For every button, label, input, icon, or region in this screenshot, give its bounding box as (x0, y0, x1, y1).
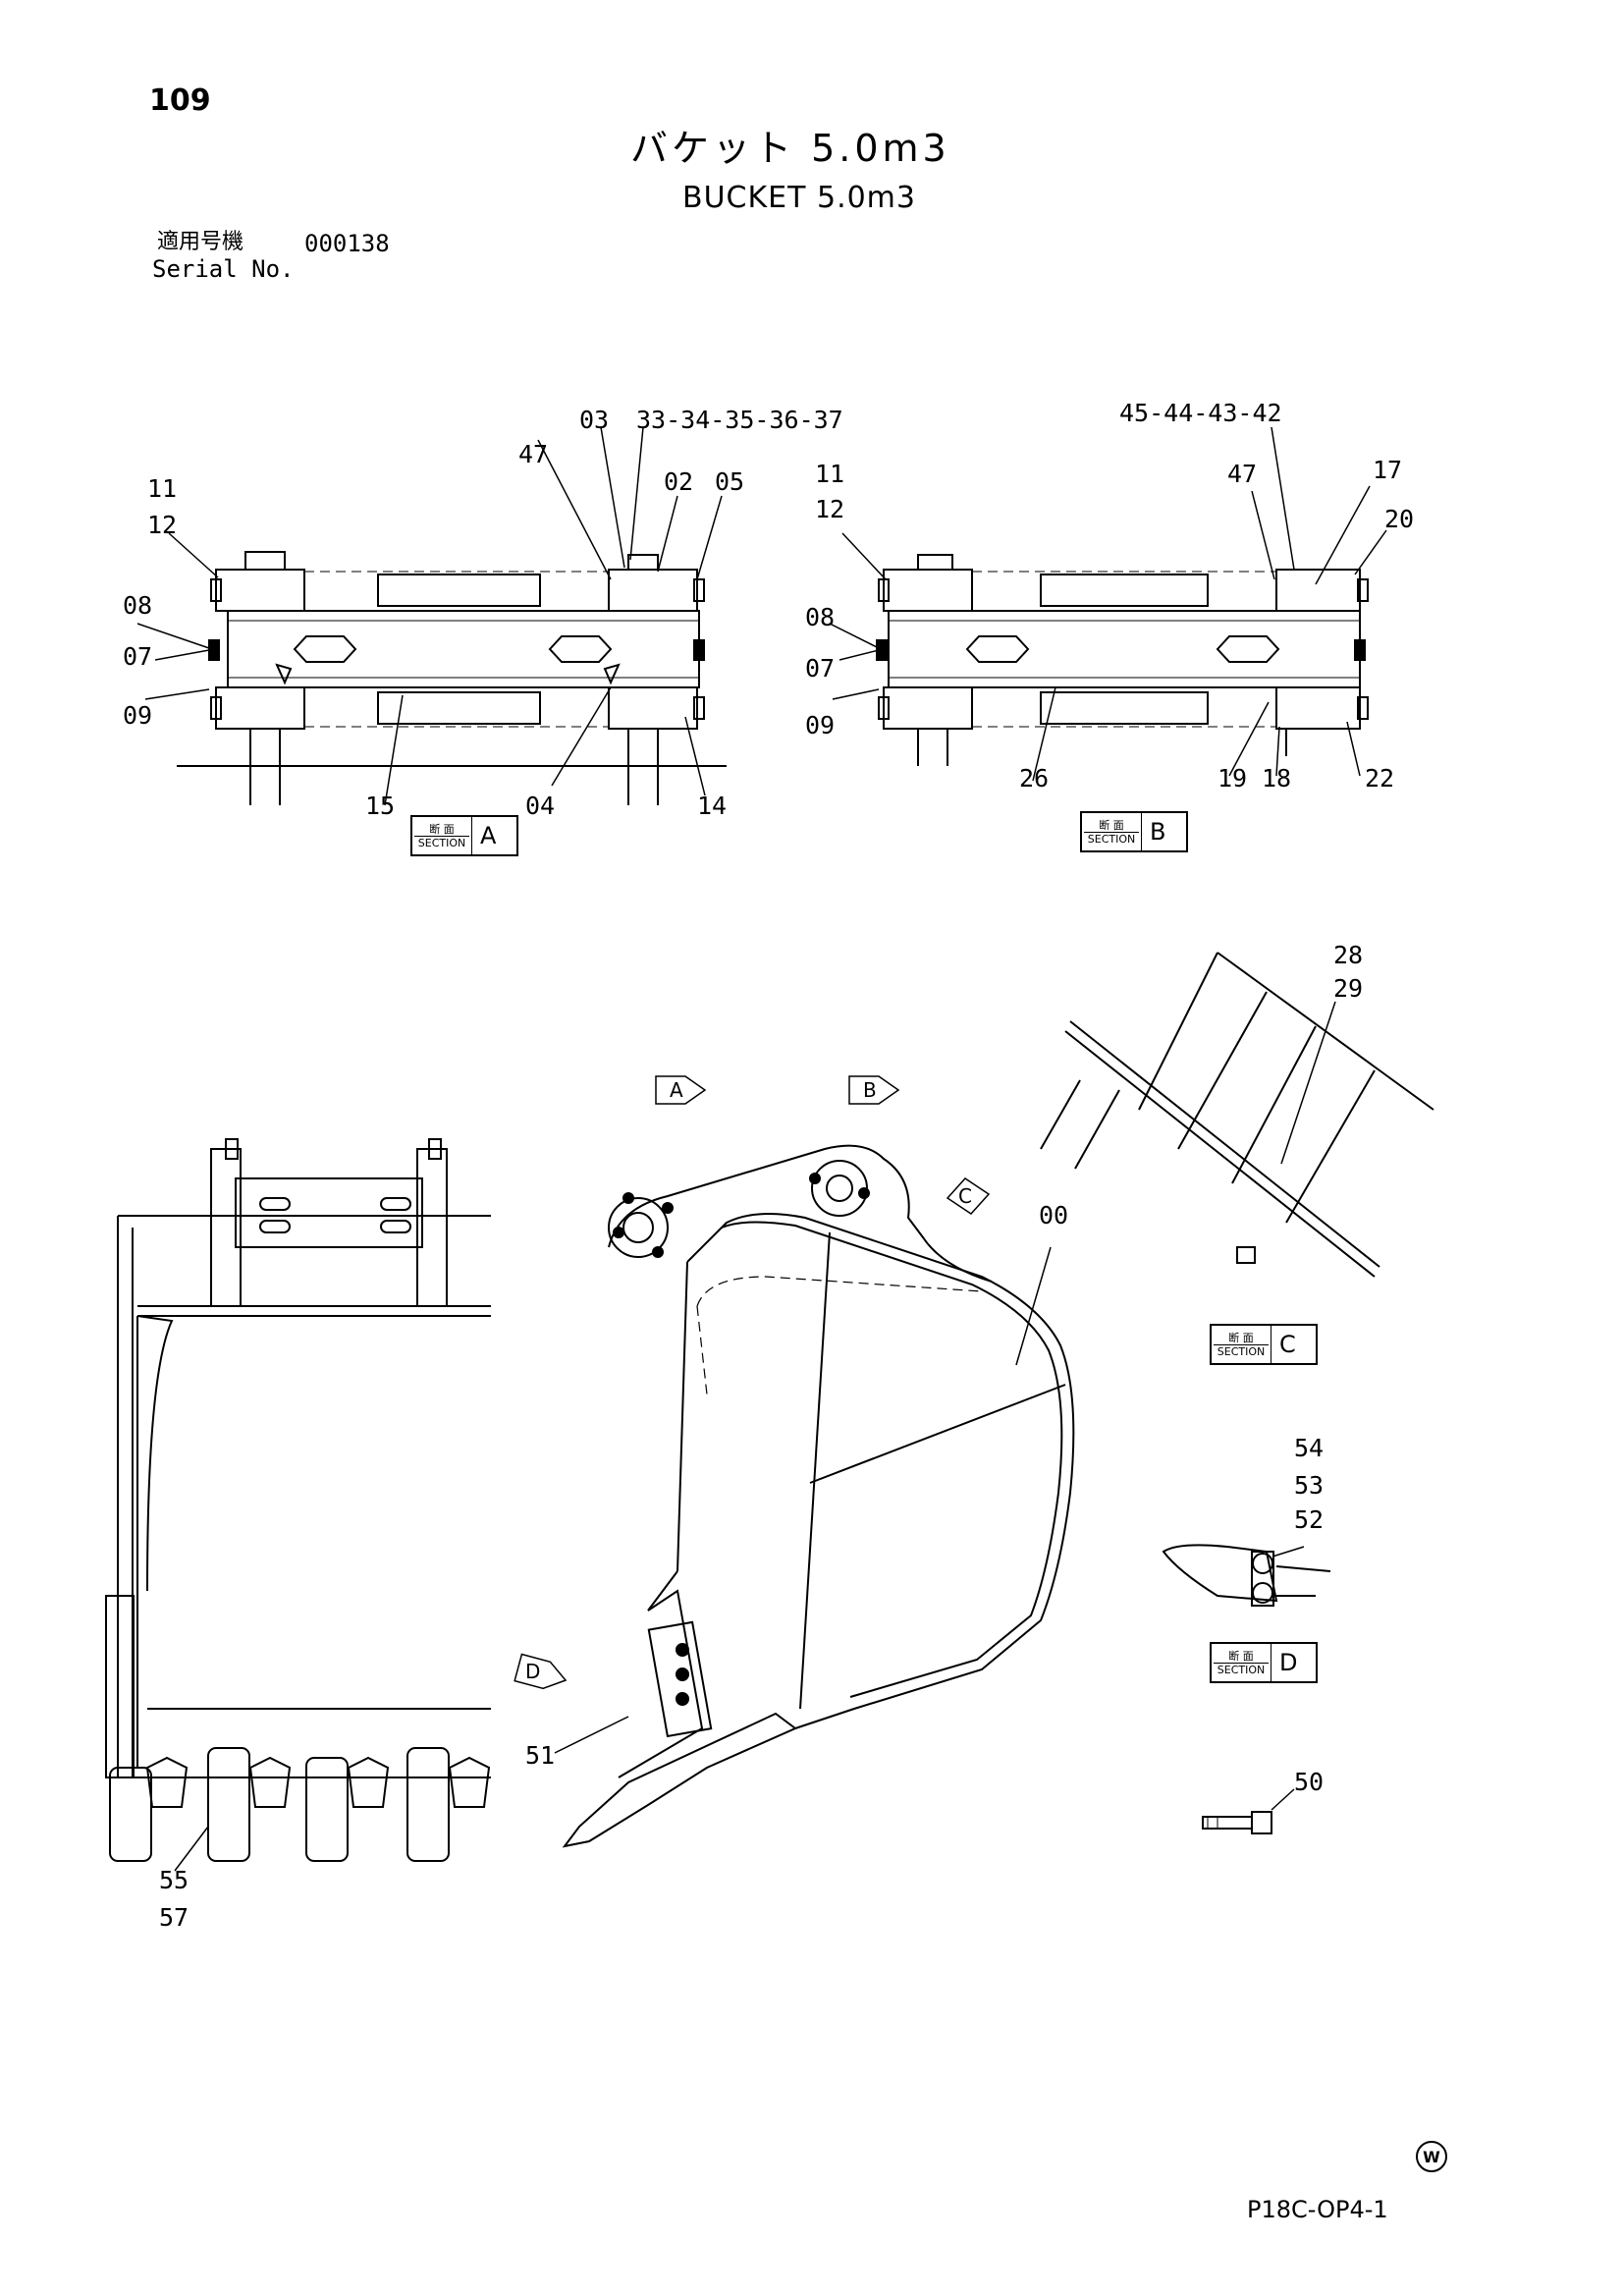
view-arrow-c: C (958, 1184, 972, 1208)
watermark-mark: W (1416, 2141, 1447, 2172)
callout-22: 22 (1365, 764, 1395, 793)
callout-51: 51 (525, 1741, 556, 1770)
callout-55: 55 (159, 1866, 189, 1894)
view-arrow-d: D (525, 1660, 541, 1683)
section-d-drawing (1163, 1545, 1330, 1606)
callout-52: 52 (1294, 1505, 1325, 1534)
callout-33-37: 33-34-35-36-37 (636, 406, 843, 434)
callout-07-a: 07 (123, 642, 153, 671)
callout-50: 50 (1294, 1768, 1325, 1796)
section-b-drawing (830, 427, 1386, 781)
serial-value: 000138 (304, 230, 390, 257)
callout-03: 03 (579, 406, 610, 434)
callout-19: 19 (1217, 764, 1248, 793)
title-japanese: バケット 5.0m3 (630, 127, 950, 170)
section-c-drawing (1041, 953, 1434, 1277)
callout-07-b: 07 (805, 654, 836, 683)
callout-12-b: 12 (815, 495, 845, 523)
callout-20: 20 (1384, 505, 1415, 533)
section-a-drawing (137, 427, 727, 805)
view-arrow-b: B (863, 1078, 877, 1102)
callout-47-a: 47 (518, 440, 549, 468)
callout-09-a: 09 (123, 701, 153, 730)
callout-47-b: 47 (1227, 460, 1258, 488)
callout-11-b: 11 (815, 460, 845, 488)
callout-28: 28 (1333, 941, 1364, 969)
view-arrow-a: A (670, 1078, 683, 1102)
callout-17: 17 (1373, 456, 1403, 484)
callout-45-42: 45-44-43-42 (1119, 399, 1282, 427)
callout-29: 29 (1333, 974, 1364, 1003)
title-english: BUCKET 5.0m3 (682, 181, 916, 215)
serial-label-en: Serial No. (152, 255, 295, 283)
callout-57: 57 (159, 1903, 189, 1932)
front-view-drawing (106, 1139, 491, 1871)
callout-00: 00 (1039, 1201, 1069, 1230)
callout-08-b: 08 (805, 603, 836, 631)
bucket-side-view-drawing (514, 1076, 1073, 1846)
callout-12-a: 12 (147, 511, 178, 539)
drawing-code: P18C-OP4-1 (1247, 2196, 1388, 2223)
callout-02: 02 (664, 467, 694, 496)
callout-04: 04 (525, 792, 556, 820)
callout-15: 15 (365, 792, 396, 820)
bolt-50-drawing (1203, 1789, 1294, 1833)
callout-11-a: 11 (147, 474, 178, 503)
callout-26: 26 (1019, 764, 1050, 793)
serial-label-jp: 適用号機 (157, 230, 244, 254)
callout-18: 18 (1262, 764, 1292, 793)
callout-08-a: 08 (123, 591, 153, 620)
callout-09-b: 09 (805, 711, 836, 739)
callout-05: 05 (715, 467, 745, 496)
callout-14: 14 (697, 792, 728, 820)
callout-54: 54 (1294, 1434, 1325, 1462)
page-number: 109 (149, 83, 211, 118)
callout-53: 53 (1294, 1471, 1325, 1500)
